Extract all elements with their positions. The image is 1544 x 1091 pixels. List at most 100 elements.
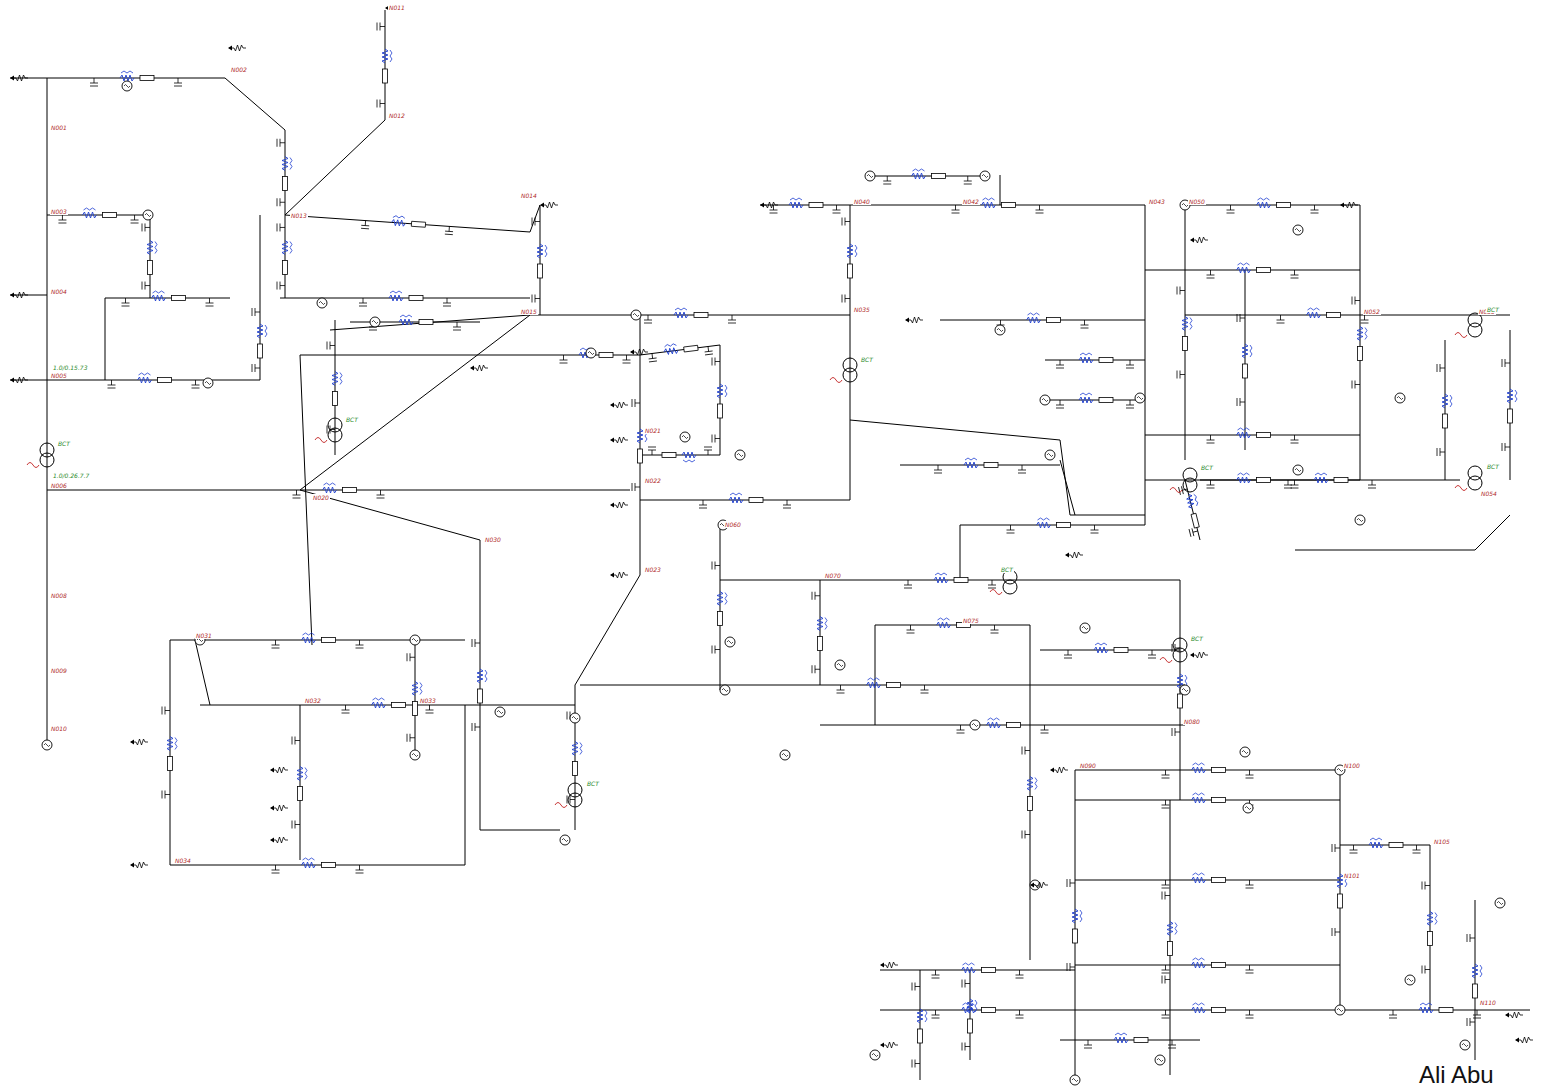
capacitor-symbol	[165, 794, 170, 795]
capacitor-symbol	[1016, 1015, 1024, 1016]
resistor-symbol	[982, 968, 996, 973]
capacitor-symbol	[715, 565, 720, 566]
inductor-symbol	[545, 245, 547, 257]
inductor-symbol	[1192, 767, 1206, 773]
line-section	[142, 223, 157, 289]
bus-name: N050	[1188, 198, 1206, 205]
capacitor-symbol	[1361, 323, 1369, 324]
capacitor-symbol	[280, 282, 281, 290]
inductor-symbol	[1427, 912, 1433, 926]
capacitor-symbol	[1311, 210, 1319, 211]
capacitor-symbol	[649, 357, 657, 359]
resistor-symbol	[1212, 1008, 1226, 1013]
capacitor-symbol	[1284, 488, 1292, 489]
inductor-symbol	[729, 497, 743, 503]
capacitor-symbol	[535, 298, 540, 299]
inductor-symbol	[664, 347, 679, 355]
device-rating: BCT	[1000, 566, 1014, 573]
inductor-symbol	[1238, 428, 1250, 430]
generator-symbol	[725, 637, 735, 647]
capacitor-symbol	[1019, 1010, 1020, 1015]
capacitor-symbol	[1022, 747, 1023, 755]
inductor-symbol	[323, 487, 337, 493]
capacitor-symbol	[1240, 314, 1241, 322]
capacitor-symbol	[1041, 730, 1049, 731]
capacitor-symbol	[1335, 844, 1336, 852]
inductor-symbol	[390, 50, 392, 62]
generator-symbol	[633, 314, 639, 317]
capacitor-symbol	[932, 975, 940, 976]
inductor-symbol	[1237, 267, 1251, 273]
bus-wire	[335, 320, 336, 455]
capacitor-symbol	[1249, 770, 1250, 775]
generator-symbol	[412, 754, 418, 757]
capacitor-symbol	[1470, 938, 1475, 939]
bus-wire	[875, 625, 876, 725]
capacitor-symbol	[560, 363, 568, 364]
capacitor-symbol	[921, 690, 929, 691]
capacitor-symbol	[1473, 1018, 1481, 1019]
line-section	[162, 707, 177, 799]
line-section	[1237, 314, 1252, 406]
inductor-symbol	[290, 242, 292, 254]
bus-wire	[1145, 270, 1360, 271]
load-arrow	[1050, 768, 1054, 773]
resistor-symbol	[1428, 932, 1433, 946]
inductor-symbol	[152, 295, 166, 301]
capacitor-symbol	[1126, 405, 1134, 406]
generator-symbol	[982, 175, 988, 178]
capacitor-symbol	[915, 983, 916, 991]
inductor-symbol	[391, 219, 405, 226]
line-section	[842, 218, 857, 303]
capacitor-symbol	[1067, 963, 1068, 971]
capacitor-symbol	[1413, 853, 1421, 854]
capacitor-symbol	[1165, 800, 1166, 805]
capacitor-symbol	[635, 483, 636, 491]
capacitor-symbol	[445, 234, 453, 236]
capacitor-symbol	[845, 218, 846, 226]
capacitor-symbol	[1126, 368, 1134, 369]
capacitor-symbol	[907, 633, 915, 634]
transformer-symbol	[1173, 648, 1187, 662]
capacitor-symbol	[1437, 364, 1438, 372]
capacitor-symbol	[472, 639, 473, 647]
capacitor-symbol	[1172, 644, 1173, 652]
capacitor-symbol	[840, 685, 841, 690]
capacitor-symbol	[960, 725, 961, 730]
inductor-symbol	[1095, 643, 1107, 645]
capacitor-symbol	[1039, 205, 1040, 210]
generator-symbol	[682, 436, 688, 439]
capacitor-symbol	[356, 648, 364, 649]
resistor-symbol	[684, 345, 699, 352]
capacitor-symbol	[1207, 278, 1215, 279]
capacitor-symbol	[1165, 965, 1166, 970]
capacitor-symbol	[715, 646, 716, 654]
bus-wire	[170, 640, 465, 641]
bus-wire	[105, 298, 230, 299]
generator-symbol	[1047, 454, 1053, 457]
capacitor-symbol	[712, 358, 713, 366]
capacitor-symbol	[145, 285, 150, 286]
inductor-symbol	[324, 483, 336, 485]
inductor-symbol	[1186, 494, 1195, 509]
generator-symbol	[1495, 898, 1505, 908]
capacitor-symbol	[883, 184, 891, 185]
capacitor-symbol	[1091, 533, 1099, 534]
capacitor-symbol	[1180, 290, 1185, 291]
inductor-symbol	[1242, 344, 1248, 358]
generator-symbol	[317, 298, 327, 308]
capacitor-symbol	[712, 562, 713, 570]
capacitor-symbol	[1361, 320, 1369, 321]
capacitor-symbol	[145, 223, 146, 231]
generator-symbol	[1460, 1040, 1470, 1050]
resistor-symbol	[343, 488, 357, 493]
generator-symbol	[1405, 975, 1415, 985]
generator-symbol	[410, 635, 420, 645]
bus-wire	[300, 490, 480, 540]
capacitor-symbol	[1246, 775, 1254, 776]
capacitor-symbol	[560, 360, 568, 361]
generator-symbol	[586, 348, 596, 358]
resistor-symbol	[932, 174, 946, 179]
bus-name: N042	[962, 198, 980, 205]
bus-name: N070	[824, 572, 842, 579]
